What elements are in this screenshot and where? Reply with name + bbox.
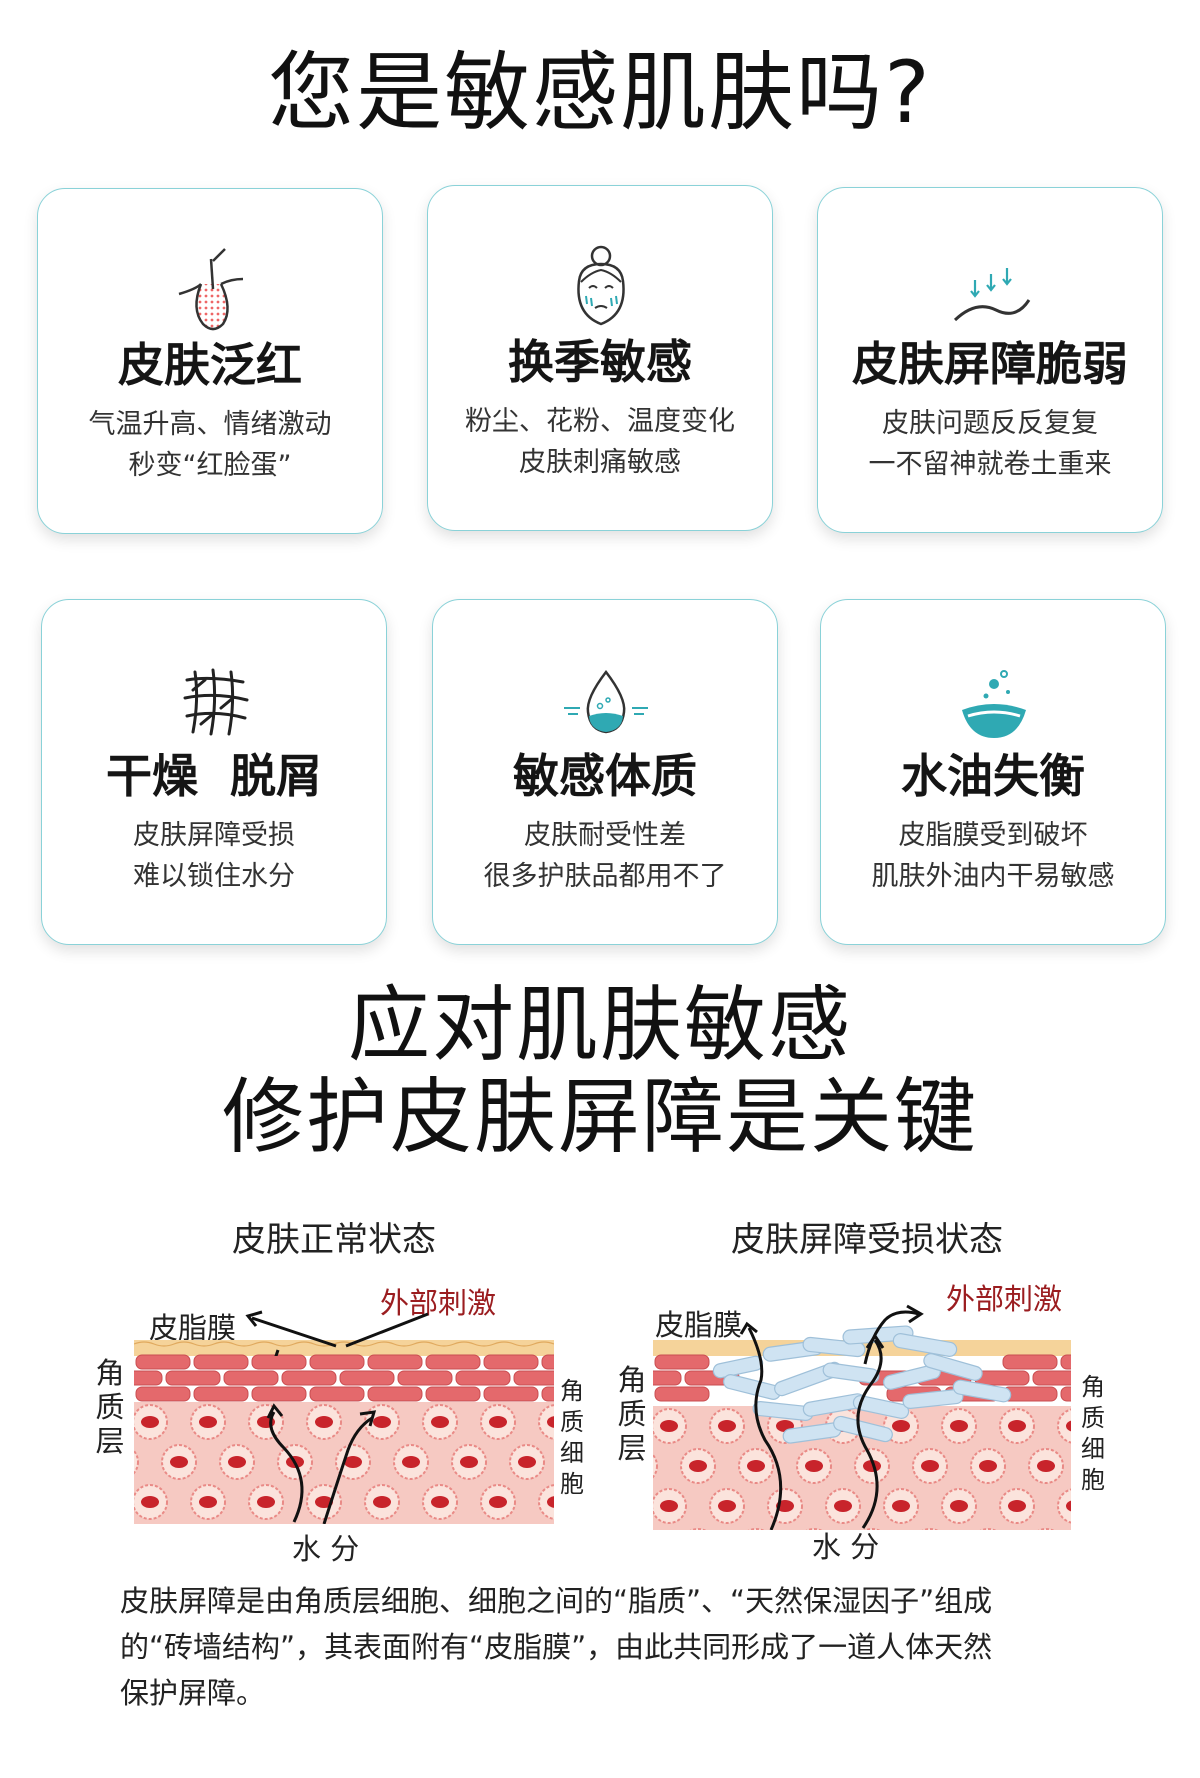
damaged-skin-diagram: [653, 1304, 1071, 1530]
sebum-label: 皮脂膜: [655, 1308, 743, 1342]
section-title-line: 应对肌肤敏感: [347, 978, 852, 1073]
card-description: 皮肤耐受性差 很多护肤品都用不了: [433, 815, 777, 897]
card-description: 气温升高、情绪激动 秒变“红脸蛋”: [38, 404, 382, 486]
card-description-line: 秒变“红脸蛋”: [128, 450, 292, 481]
card-description-line: 粉尘、花粉、温度变化: [465, 406, 735, 437]
water-drop-icon: [564, 669, 648, 734]
card-sensitive-constitution: 敏感体质 皮肤耐受性差 很多护肤品都用不了: [432, 599, 778, 945]
brick-layer: [134, 1354, 554, 1402]
hair-follicle-icon: [178, 248, 244, 331]
section-title: 应对肌肤敏感 修护皮肤屏障是关键: [0, 980, 1200, 1164]
oil-water-icon: [962, 670, 1026, 738]
stimulus-label: 外部刺激: [380, 1286, 497, 1320]
card-description: 皮肤屏障受损 难以锁住水分: [42, 815, 386, 897]
stratum-label: 角质层: [93, 1356, 127, 1458]
description-paragraph: 皮肤屏障是由角质层细胞、细胞之间的“脂质”、“天然保湿因子”组成 的“砖墙结构”…: [120, 1578, 1100, 1716]
stratum-label: 角质层: [615, 1363, 649, 1465]
stratum-label-text: 角质层: [617, 1363, 647, 1465]
cell-grid: [653, 1408, 1071, 1530]
card-title: 皮肤屏障脆弱: [852, 337, 1128, 391]
cells-label: 角质细胞: [557, 1376, 587, 1500]
card-dry-flaky: 干燥 脱屑 皮肤屏障受损 难以锁住水分: [41, 599, 387, 945]
damaged-flakes: [712, 1325, 1012, 1444]
water-label: 水 分: [812, 1530, 880, 1564]
card-description-line: 气温升高、情绪激动: [88, 409, 332, 440]
diagram-normal-title: 皮肤正常状态: [232, 1220, 436, 1260]
stimulus-label: 外部刺激: [946, 1282, 1063, 1316]
card-description-line: 皮肤问题反反复复: [882, 408, 1098, 439]
card-oil-water-imbalance: 水油失衡 皮脂膜受到破坏 肌肤外油内干易敏感: [820, 599, 1166, 945]
stratum-label-text: 角质层: [95, 1356, 125, 1458]
card-title: 水油失衡: [901, 749, 1085, 803]
water-label: 水 分: [292, 1532, 360, 1566]
sebum-layer: [134, 1340, 554, 1356]
normal-sebum-arrows: [245, 1310, 429, 1356]
card-title: 敏感体质: [513, 749, 697, 803]
page-title: 您是敏感肌肤吗?: [268, 43, 932, 143]
face-icon: [577, 245, 625, 326]
paragraph-line: 的“砖墙结构”，其表面附有“皮脂膜”，由此共同形成了一道人体天然: [120, 1630, 993, 1664]
card-description: 皮脂膜受到破坏 肌肤外油内干易敏感: [821, 815, 1165, 897]
paragraph-line: 保护屏障。: [120, 1676, 266, 1710]
section-title-line: 修护皮肤屏障是关键: [221, 1070, 978, 1165]
card-description-line: 难以锁住水分: [133, 861, 295, 892]
skin-arrows-icon: [953, 268, 1031, 322]
card-description: 粉尘、花粉、温度变化 皮肤刺痛敏感: [428, 401, 772, 483]
diagram-damaged-title: 皮肤屏障受损状态: [731, 1220, 1003, 1260]
card-redness: 皮肤泛红 气温升高、情绪激动 秒变“红脸蛋”: [37, 188, 383, 534]
card-description-line: 一不留神就卷土重来: [868, 449, 1112, 480]
card-title: 皮肤泛红: [118, 338, 302, 392]
paragraph-line: 皮肤屏障是由角质层细胞、细胞之间的“脂质”、“天然保湿因子”组成: [120, 1584, 993, 1618]
cracked-mesh-icon: [183, 668, 249, 736]
card-seasonal: 换季敏感 粉尘、花粉、温度变化 皮肤刺痛敏感: [427, 185, 773, 531]
card-barrier-fragile: 皮肤屏障脆弱 皮肤问题反反复复 一不留神就卷土重来: [817, 187, 1163, 533]
cells-label: 角质细胞: [1078, 1372, 1108, 1496]
cells-label-text: 角质细胞: [560, 1377, 584, 1498]
card-description-line: 皮肤屏障受损: [133, 820, 295, 851]
sebum-label: 皮脂膜: [149, 1311, 237, 1345]
cells-label-text: 角质细胞: [1081, 1373, 1105, 1494]
card-description-line: 很多护肤品都用不了: [483, 861, 727, 892]
card-title: 换季敏感: [508, 335, 692, 389]
card-description-line: 皮脂膜受到破坏: [898, 820, 1088, 851]
card-title: 干燥 脱屑: [105, 749, 323, 803]
water-arrows: [266, 1403, 377, 1524]
water-arrows: [739, 1304, 924, 1530]
card-description-line: 皮肤耐受性差: [524, 820, 686, 851]
card-description-line: 皮肤刺痛敏感: [519, 447, 681, 478]
normal-skin-diagram: [134, 1340, 554, 1524]
card-description: 皮肤问题反反复复 一不留神就卷土重来: [818, 403, 1162, 485]
card-description-line: 肌肤外油内干易敏感: [871, 861, 1115, 892]
